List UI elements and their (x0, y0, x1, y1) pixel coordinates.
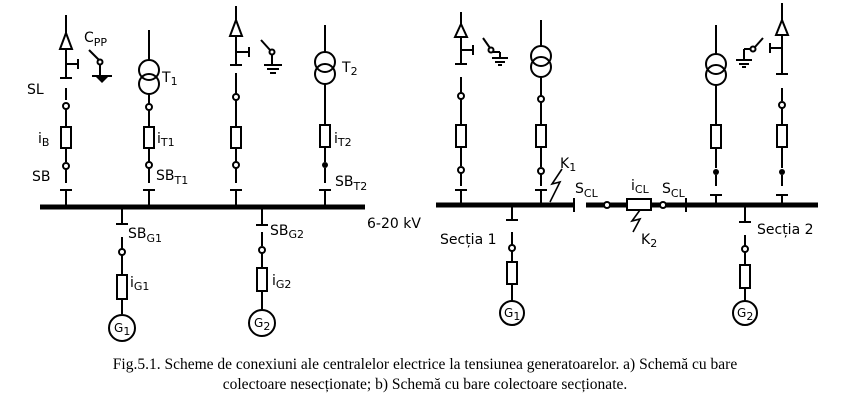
label-b-g1: G1 (504, 306, 520, 323)
breaker-it1 (143, 126, 155, 149)
label-sbt1: SBT1 (156, 168, 188, 187)
generator-g1-icon (499, 300, 525, 326)
label-scl-right: SCL (662, 181, 686, 200)
label-b-g2: G2 (737, 306, 753, 323)
label-section-2: Secția 2 (757, 222, 814, 238)
label-ig1: iG1 (130, 275, 149, 293)
label-ib: iB (38, 131, 49, 149)
line-arrow-icon (774, 17, 790, 36)
caption-line-1: Fig.5.1. Scheme de conexiuni ale central… (112, 356, 738, 373)
line-feeder-a (58, 15, 79, 207)
line-arrow-icon (453, 21, 469, 38)
label-scl-left: SCL (575, 181, 599, 200)
label-ig2: iG2 (272, 273, 291, 291)
breaker-ig1 (116, 274, 128, 300)
generator-g2-icon (248, 309, 276, 337)
fault-k2-icon (630, 209, 642, 233)
transformer-feeder-b2 (705, 25, 727, 205)
label-k1: K1 (560, 156, 576, 174)
transformer-t2-icon (314, 51, 336, 73)
generator-g1-icon (108, 314, 136, 342)
label-t2: T2 (341, 60, 358, 78)
line-feeder-b2 (769, 3, 790, 205)
caption-line-2: colectoare nesecționate; b) Schemă cu ba… (222, 376, 628, 393)
line-arrow-icon (58, 30, 74, 50)
label-sbg1: SBG1 (128, 226, 162, 245)
generator-branch-b-g2: G2 (732, 205, 758, 326)
transformer-feeder-t2 (314, 25, 336, 207)
grounding-switch-cpp (88, 49, 112, 83)
diagram-a: CPP SL iB SB T1 iT1 SBT1 (27, 6, 421, 342)
generator-branch-g1: G1 (108, 207, 136, 342)
breaker-ig2 (256, 267, 268, 292)
label-it1: iT1 (157, 131, 175, 149)
label-it2: iT2 (334, 131, 352, 149)
line-arrow-icon (228, 17, 244, 37)
label-cpp: CPP (84, 30, 107, 49)
label-sl: SL (27, 82, 44, 98)
label-icl: iCL (631, 178, 650, 196)
grounding-switch (736, 37, 764, 68)
coupling-breaker-icl (626, 198, 652, 211)
generator-branch-b-g1: G1 (499, 205, 525, 326)
label-t1: T1 (161, 70, 178, 88)
label-g1: G1 (114, 321, 130, 338)
disconnector-contact (62, 102, 70, 110)
line-feeder-b1 (453, 12, 474, 205)
transformer-feeder-b1 (530, 20, 552, 205)
diagram-b: K1 SCL iCL SCL K2 G1 Secția 1 (436, 3, 818, 326)
generator-branch-g2: G2 (248, 207, 276, 337)
label-voltage: 6-20 kV (367, 216, 421, 232)
breaker-it2 (319, 124, 331, 148)
ground-icon (95, 76, 109, 83)
label-sb: SB (32, 169, 51, 185)
grounding-switch (482, 37, 508, 66)
label-g2: G2 (254, 316, 270, 333)
label-k2: K2 (641, 232, 657, 250)
label-section-1: Secția 1 (440, 232, 497, 248)
transformer-feeder-t1 (138, 30, 160, 207)
fault-k1-icon (549, 168, 563, 203)
label-sbt2: SBT2 (335, 174, 367, 193)
breaker-ib (60, 126, 72, 149)
grounding-switch (260, 39, 282, 74)
generator-g2-icon (732, 300, 758, 326)
electrical-schematic: CPP SL iB SB T1 iT1 SBT1 (27, 3, 818, 342)
line-feeder-a2 (228, 6, 250, 207)
label-sbg2: SBG2 (270, 223, 304, 241)
figure-caption: Fig.5.1. Scheme de conexiuni ale central… (0, 355, 850, 395)
